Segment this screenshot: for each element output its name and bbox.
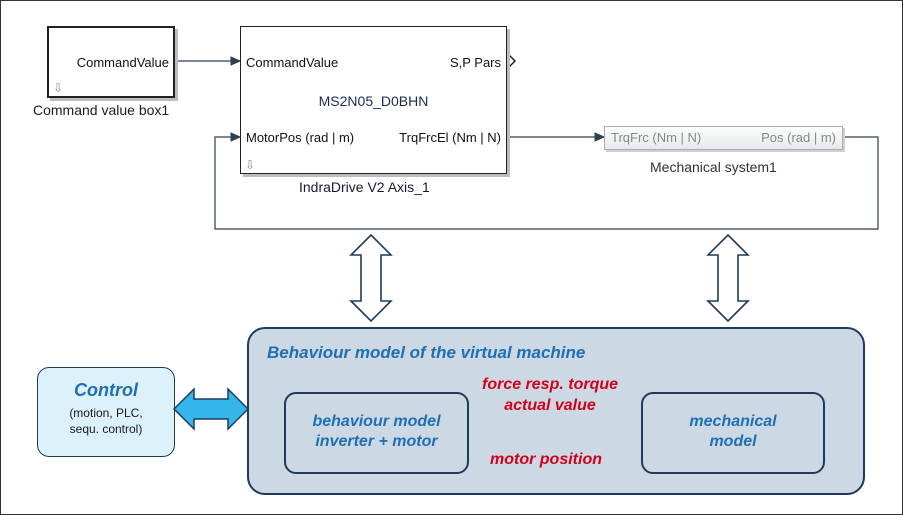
motor-position-label: motor position — [490, 451, 602, 468]
inverter-line1: behaviour model — [312, 413, 441, 430]
mechanical-system-caption: Mechanical system1 — [650, 159, 777, 175]
double-arrow-horizontal-icon — [172, 387, 250, 431]
control-line1: (motion, PLC, — [69, 406, 143, 420]
trqfrc-in-port: TrqFrc (Nm | N) — [611, 130, 702, 145]
command-value-port-label: CommandValue — [76, 55, 169, 70]
down-arrow-icon: ⇩ — [53, 81, 64, 95]
command-value-block[interactable]: CommandValue ⇩ — [47, 26, 175, 98]
double-arrow-right — [706, 233, 750, 323]
indradrive-title: MS2N05_D0BHN — [318, 93, 429, 109]
wire-feedback — [214, 132, 879, 230]
torque-label-line1: force resp. torque — [481, 376, 619, 393]
command-value-caption: Command value box1 — [33, 102, 170, 118]
control-title: Control — [74, 380, 138, 400]
pos-out-port: Pos (rad | m) — [761, 130, 836, 145]
control-box: Control (motion, PLC, sequ. control) — [37, 367, 175, 457]
trqfrcel-out-port: TrqFrcEl (Nm | N) — [399, 130, 501, 145]
indradrive-block[interactable]: CommandValue S,P Pars MS2N05_D0BHN Motor… — [240, 26, 507, 174]
torque-label: force resp. torque actual value — [455, 374, 645, 416]
command-value-in-port: CommandValue — [246, 55, 339, 70]
sp-pars-out-port: S,P Pars — [449, 55, 501, 70]
control-double-arrow — [172, 387, 250, 431]
inverter-motor-model: behaviour model inverter + motor — [284, 392, 469, 474]
mech-line1: mechanical — [689, 413, 777, 430]
mechanical-model: mechanical model — [641, 392, 825, 474]
mechanical-system-block[interactable]: TrqFrc (Nm | N) Pos (rad | m) — [604, 126, 843, 150]
behaviour-model-title: Behaviour model of the virtual machine — [267, 343, 586, 362]
double-arrow-left — [349, 233, 393, 323]
control-line2: sequ. control) — [69, 422, 143, 436]
indradrive-caption: IndraDrive V2 Axis_1 — [299, 179, 430, 195]
down-arrow-icon: ⇩ — [245, 158, 256, 172]
torque-label-line2: actual value — [504, 397, 596, 414]
inverter-line2: inverter + motor — [315, 433, 438, 450]
sp-pars-port-chevron — [507, 53, 517, 69]
mech-line2: model — [709, 433, 757, 450]
motor-pos-in-port: MotorPos (rad | m) — [246, 130, 355, 145]
